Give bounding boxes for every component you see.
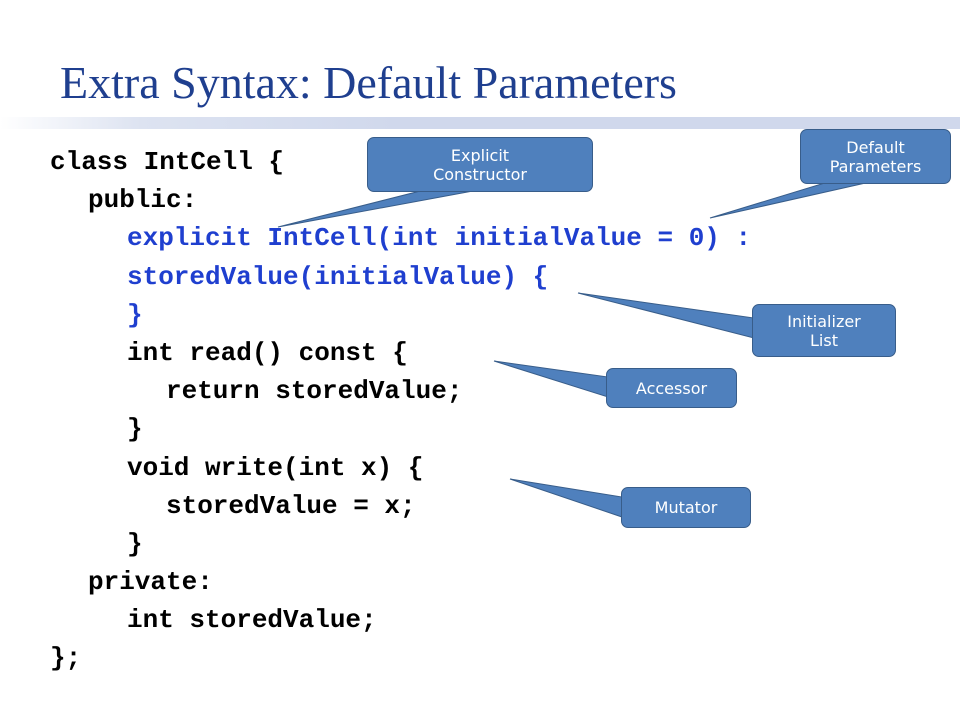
code-line: return storedValue; [166, 376, 463, 407]
callout-explicit-constructor: Explicit Constructor [367, 137, 593, 192]
callout-text: Initializer [787, 311, 861, 331]
code-line-highlighted: explicit IntCell(int initialValue = 0) : [127, 223, 752, 254]
code-line: public: [88, 185, 198, 216]
code-line: int read() const { [127, 337, 408, 368]
callout-text: Accessor [635, 378, 708, 398]
callout-text: Mutator [654, 498, 718, 517]
slide-title: Extra Syntax: Default Parameters [60, 57, 677, 108]
title-underline-bar [0, 117, 960, 129]
callout-text: Default [846, 137, 905, 157]
callout-initializer-list: Initializer List [752, 304, 896, 357]
code-line: }; [50, 643, 82, 674]
callout-default-parameters: Default Parameters [800, 129, 951, 184]
code-line-highlighted: } [127, 299, 143, 330]
callout-mutator: Mutator [621, 487, 751, 528]
code-line: storedValue = x; [166, 490, 416, 521]
code-line-highlighted: storedValue(initialValue) { [127, 261, 549, 292]
callout-accessor: Accessor [606, 368, 737, 408]
code-line: } [127, 414, 143, 445]
callout-text: List [810, 330, 838, 350]
callout-text: Constructor [433, 164, 527, 184]
code-line: int storedValue; [127, 605, 377, 636]
callout-text: Explicit [450, 145, 510, 165]
code-block: class IntCell { public: explicit IntCell… [50, 143, 751, 678]
code-line: void write(int x) { [127, 452, 424, 483]
code-line: } [127, 528, 143, 559]
code-line: class IntCell { [50, 147, 285, 177]
callout-text: Parameters [829, 156, 922, 176]
code-line: private: [88, 567, 213, 598]
